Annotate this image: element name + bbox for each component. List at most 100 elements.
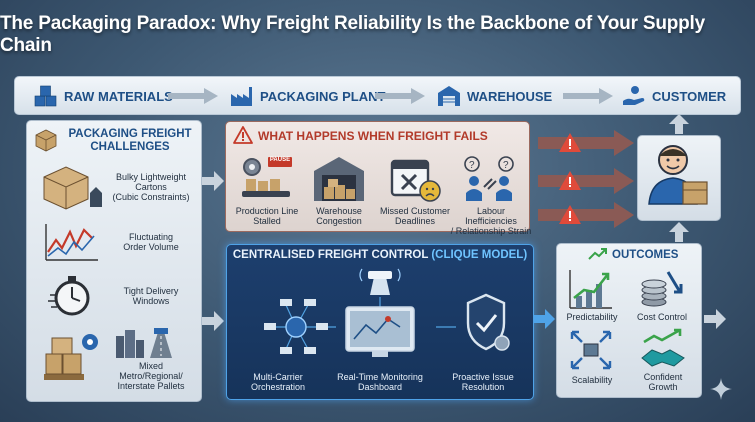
failure-label-line: Warehouse (316, 206, 362, 216)
outcome-label: Cost Control (636, 312, 688, 322)
outcome-label: Predictability (566, 312, 618, 322)
city-highway-icon (116, 328, 172, 358)
failure-impact-arrow (538, 202, 634, 228)
challenge-label: Mixed Metro/Regional/ Interstate Pallets (104, 361, 198, 391)
control-label: Proactive Issue Resolution (440, 372, 526, 392)
challenges-title-line: PACKAGING FREIGHT (68, 128, 192, 140)
flow-arrow (168, 88, 218, 104)
production-line-stalled-icon (242, 157, 292, 197)
challenges-title-line: CHALLENGES (90, 141, 170, 153)
failures-panel-title: WHAT HAPPENS WHEN FREIGHT FAILS (258, 129, 488, 143)
arrow-right-icon (533, 309, 555, 329)
pause-sign: PAUSE (269, 157, 291, 163)
failure-label-line: Missed Customer (379, 206, 451, 216)
customer-person-icon (648, 145, 708, 205)
challenges-panel-title: PACKAGING FREIGHT CHALLENGES (60, 128, 200, 154)
arrow-right-icon (202, 171, 224, 191)
challenge-label-line: Mixed (138, 361, 163, 371)
failure-label: Production Line Stalled (234, 206, 300, 226)
warehouse-icon (438, 86, 460, 106)
sparkle-icon (710, 378, 732, 400)
challenge-label: Tight Delivery Windows (104, 286, 198, 306)
control-label-line: Multi-Carrier (253, 372, 303, 382)
factory-icon (231, 87, 252, 106)
flow-stage-customer: CUSTOMER (622, 85, 726, 107)
arrow-right-icon (704, 309, 726, 329)
cubes-icon (34, 85, 57, 107)
outcome-label: Scalability (571, 375, 613, 385)
control-label-line: Resolution (461, 382, 505, 392)
labour-strain-people-icon: ? ? (464, 156, 514, 201)
control-tower-icon (359, 268, 401, 295)
failures-panel (225, 121, 530, 232)
challenge-label-line: Metro/Regional/ (119, 371, 183, 381)
control-label: Multi-Carrier Orchestration (236, 372, 320, 392)
missed-deadline-calendar-icon (390, 159, 441, 202)
flow-arrow (563, 88, 613, 104)
predictability-chart-icon (569, 270, 612, 309)
flow-stage-label: PACKAGING PLANT (260, 88, 386, 104)
challenge-label-line: (Cubic Constraints) (112, 192, 190, 202)
arrow-up-icon (669, 114, 689, 134)
flow-stage-warehouse: WAREHOUSE (437, 85, 552, 107)
warehouse-congestion-icon (314, 157, 364, 201)
control-label-line: Proactive Issue (452, 372, 514, 382)
outcomes-panel-title: OUTCOMES (612, 249, 679, 261)
scalability-arrows-icon (570, 330, 612, 370)
failure-label: Labour Inefficiencies / Relationship Str… (450, 206, 532, 236)
control-label-line: Real-Time Monitoring (337, 372, 423, 382)
control-title-main: CENTRALISED FREIGHT CONTROL (232, 249, 432, 261)
hand-person-icon (623, 86, 645, 105)
mixed-pallets-icon (44, 334, 98, 380)
flow-arrow (375, 88, 425, 104)
outcome-label: Confident Growth (628, 372, 698, 392)
customer-panel (637, 135, 721, 221)
flow-stage-packaging-plant: PACKAGING PLANT (230, 85, 385, 107)
control-label-line: Orchestration (250, 382, 306, 392)
control-label-line: Dashboard (357, 382, 403, 392)
control-panel-title: CENTRALISED FREIGHT CONTROL (CLIQUE MODE… (226, 249, 534, 261)
multi-carrier-hub-icon (264, 299, 328, 354)
control-label: Real-Time Monitoring Dashboard (332, 372, 428, 392)
challenge-label-line: Cartons (135, 182, 167, 192)
arrow-right-icon (202, 311, 224, 331)
failure-label-line: / Relationship Strain (450, 226, 532, 236)
failure-label: Missed Customer Deadlines (378, 206, 452, 226)
bulky-cartons-icon (43, 166, 102, 210)
challenge-label: Bulky Lightweight Cartons (Cubic Constra… (104, 172, 198, 202)
failure-label-line: Congestion (316, 216, 362, 226)
control-title-accent: (CLIQUE MODEL) (431, 249, 528, 261)
challenge-label-line: Interstate Pallets (117, 381, 185, 391)
challenge-label-line: Fluctuating (128, 232, 174, 242)
failure-label-line: Deadlines (394, 216, 436, 226)
challenge-label-line: Bulky Lightweight (115, 172, 187, 182)
outcome-label-line: Confident (643, 372, 683, 382)
failure-impact-arrow (538, 130, 634, 156)
outcomes-panel (556, 243, 702, 398)
cost-control-coins-icon (641, 271, 683, 307)
challenge-label-line: Tight Delivery (123, 286, 179, 296)
dashboard-monitor-icon (345, 306, 415, 357)
box-icon (35, 129, 57, 152)
flow-stage-label: CUSTOMER (652, 88, 727, 104)
failure-label: Warehouse Congestion (306, 206, 372, 226)
challenge-label-line: Order Volume (123, 242, 179, 252)
svg-text:?: ? (503, 160, 509, 171)
flow-stage-raw-materials: RAW MATERIALS (34, 85, 173, 107)
flow-stage-label: WAREHOUSE (467, 88, 553, 104)
shield-check-icon (466, 293, 510, 351)
stopwatch-icon (48, 276, 90, 316)
control-network-graphic (264, 268, 510, 357)
trend-up-icon (588, 248, 607, 260)
failure-label-line: Stalled (253, 216, 281, 226)
arrow-up-icon (669, 222, 689, 242)
challenge-label-line: Windows (132, 296, 170, 306)
page-title: The Packaging Paradox: Why Freight Relia… (0, 13, 705, 56)
failure-impact-arrow (538, 168, 634, 194)
failure-label-line: Labour Inefficiencies (465, 206, 517, 226)
outcome-label-line: Growth (648, 382, 678, 392)
challenge-label: Fluctuating Order Volume (104, 232, 198, 252)
fluctuating-chart-icon (45, 224, 98, 261)
flow-stage-label: RAW MATERIALS (64, 88, 173, 104)
